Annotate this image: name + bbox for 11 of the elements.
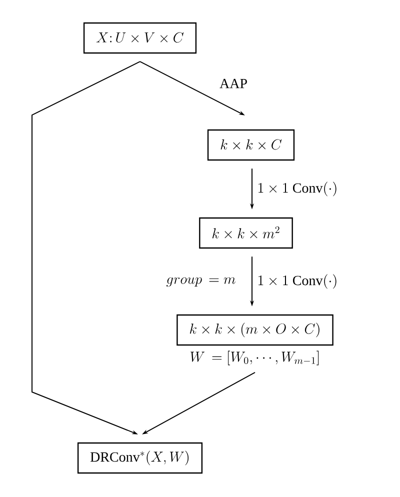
edge-label: $\mathrm{AAP}$	[218, 76, 250, 90]
arrow	[32, 61, 140, 434]
math-box: $X\colon U\times V\times C$	[83, 22, 197, 54]
math-box: $k\times k\times (m\times O\times C)$	[176, 314, 334, 346]
math-box: $k\times k\times m^{2}$	[199, 217, 293, 249]
math-box: $\mathrm{DRConv}^{*}(X,W)$	[77, 442, 203, 474]
math-box: $k\times k\times C$	[207, 129, 295, 161]
edge-label: $1\times 1\ \mathrm{Conv}(\cdot)$	[255, 180, 340, 198]
formula-text: $W\,=[W_{0},\cdots,W_{m-1}]$	[190, 350, 319, 366]
edge-label: $1\times 1\ \mathrm{Conv}(\cdot)$	[255, 272, 340, 291]
formula-text: $group\,=m$	[166, 277, 236, 287]
